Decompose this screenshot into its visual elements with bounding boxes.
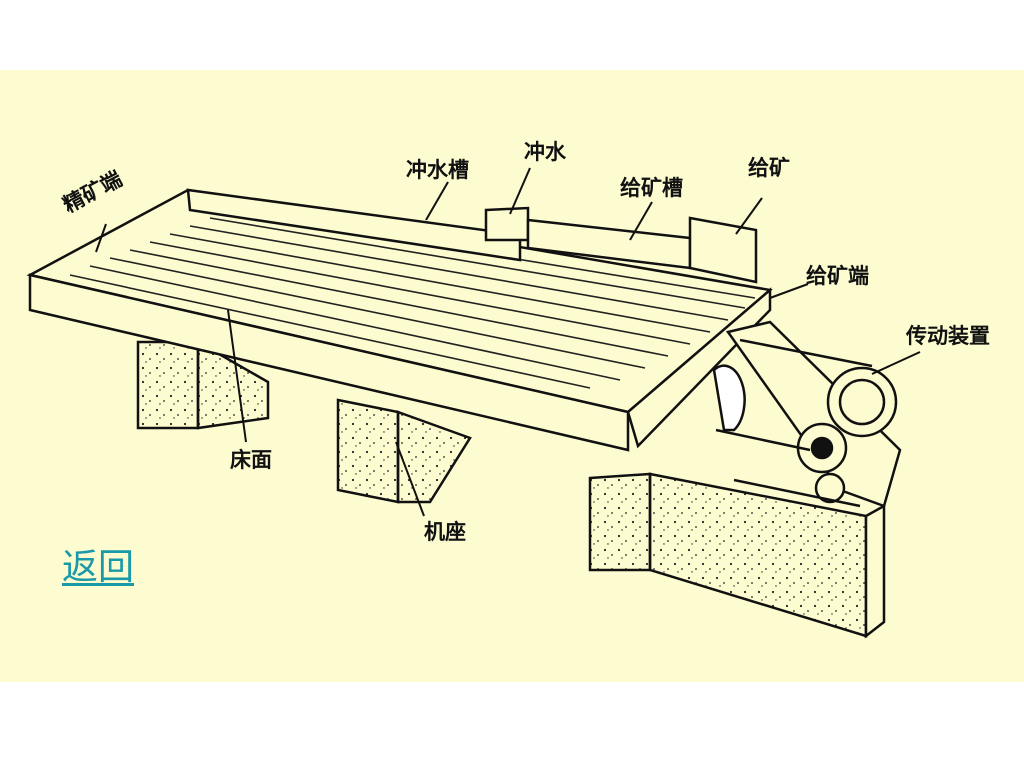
flush-trough — [186, 188, 522, 262]
label-flush-trough: 冲水槽 — [406, 158, 469, 182]
leader-lines — [95, 167, 921, 517]
deck — [26, 188, 773, 452]
base-block-left — [136, 340, 200, 430]
feed-box — [688, 216, 758, 284]
back-link[interactable]: 返回 — [62, 547, 135, 588]
deck-front-edge — [28, 273, 630, 452]
base-block-middle — [336, 398, 400, 504]
shaking-table-drawing — [26, 167, 921, 639]
base-blocks — [136, 339, 886, 639]
flush-water-box — [484, 206, 530, 242]
label-drive-unit: 传动装置 — [906, 324, 990, 348]
drive-mechanism — [712, 320, 902, 508]
label-deck-surface: 床面 — [230, 448, 272, 472]
label-feed: 给矿 — [748, 156, 790, 180]
label-flush-water: 冲水 — [524, 140, 566, 164]
label-feed-trough: 给矿槽 — [620, 176, 683, 200]
base-block-right — [588, 472, 652, 572]
shaking-table-figure: 精矿端 冲水槽 冲水 给矿槽 给矿 给矿端 传动装置 床面 机座 返回 — [0, 70, 1024, 682]
deck-side-edge — [626, 287, 772, 449]
label-feed-end: 给矿端 — [806, 264, 869, 288]
label-base: 机座 — [424, 520, 466, 544]
